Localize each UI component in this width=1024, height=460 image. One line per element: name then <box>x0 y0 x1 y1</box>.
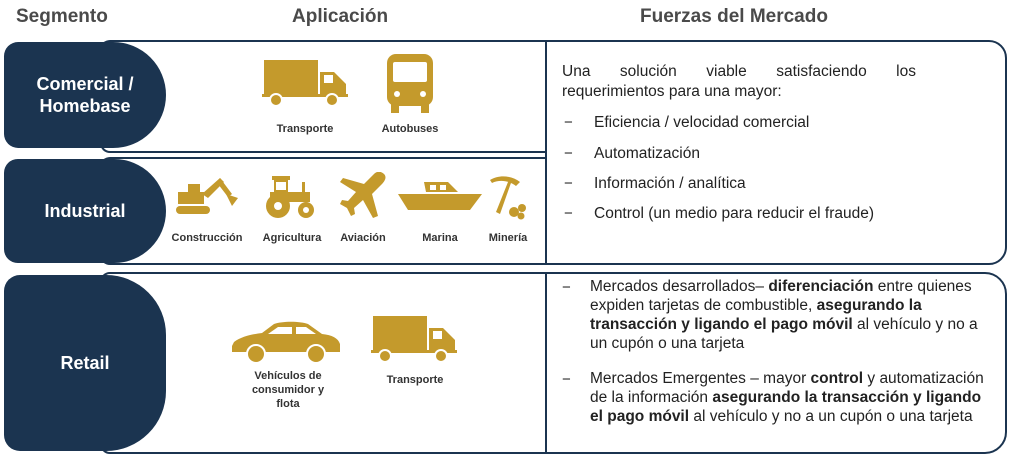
segment-industrial: Industrial <box>4 159 166 263</box>
forces-intro: Una solución viable satisfaciendo los re… <box>562 63 916 100</box>
forces-item: Automatización <box>594 145 700 162</box>
airplane-icon <box>340 172 386 218</box>
tractor-icon <box>266 176 314 218</box>
label-vehicles: Vehículos de consumidor y flota <box>251 370 325 410</box>
segment-commercial-label: Comercial / Homebase <box>36 74 134 116</box>
emerging-markets-text: Mercados Emergentes – mayor control y au… <box>590 369 986 426</box>
text-emphasis: diferenciación <box>768 278 874 295</box>
bullet-dash: − <box>564 145 573 162</box>
text-span: entre quienes expiden tarjetas de combus… <box>590 278 972 314</box>
label-mining: Minería <box>488 232 528 244</box>
text-span: y automatización de la información <box>590 370 984 406</box>
label-construction: Construcción <box>171 232 243 244</box>
bullet-dash: − <box>562 371 571 388</box>
car-icon <box>232 321 340 364</box>
forces-item: Información / analítica <box>594 175 746 192</box>
text-span: Mercados Emergentes – mayor <box>590 370 811 387</box>
truck-icon <box>262 60 348 107</box>
label-transport-retail: Transporte <box>386 374 444 386</box>
text-span: al vehículo y no a un cupón o una tarjet… <box>590 316 978 352</box>
application-header: Aplicación <box>292 6 389 27</box>
label-buses: Autobuses <box>381 123 439 135</box>
bus-icon <box>387 54 433 113</box>
text-emphasis: control <box>810 370 864 387</box>
text-emphasis: asegurando la transacción y ligando el p… <box>590 297 922 333</box>
bullet-dash: − <box>564 175 573 192</box>
text-span: Mercados desarrollados– <box>590 278 769 295</box>
label-marine: Marina <box>422 232 458 244</box>
segment-header: Segmento <box>16 6 108 27</box>
retail-frame <box>100 272 1007 454</box>
forces-item: Control (un medio para reducir el fraude… <box>594 205 874 222</box>
pickaxe-icon <box>490 176 526 220</box>
segment-industrial-label: Industrial <box>44 201 126 221</box>
boat-icon <box>398 182 482 210</box>
market-forces-top-frame <box>545 40 1007 265</box>
label-transport: Transporte <box>276 123 334 135</box>
bullet-dash: − <box>562 279 571 296</box>
label-agriculture: Agricultura <box>262 232 322 244</box>
forces-item: Eficiencia / velocidad comercial <box>594 114 810 131</box>
developed-markets-text: Mercados desarrollados– diferenciación e… <box>590 277 980 353</box>
bullet-dash: − <box>564 205 573 222</box>
retail-divider <box>545 272 547 454</box>
segment-commercial: Comercial / Homebase <box>4 42 166 148</box>
text-span: al vehículo y no a un cupón o una tarjet… <box>689 408 973 425</box>
truck-retail-icon <box>371 316 457 363</box>
label-aviation: Aviación <box>340 232 386 244</box>
text-emphasis: asegurando la transacción y ligando el p… <box>590 389 982 425</box>
market-forces-header: Fuerzas del Mercado <box>640 6 828 27</box>
segment-retail-label: Retail <box>60 353 110 373</box>
excavator-icon <box>176 178 238 214</box>
segment-retail: Retail <box>4 275 166 451</box>
industrial-application-frame <box>100 157 550 265</box>
bullet-dash: − <box>564 114 573 131</box>
